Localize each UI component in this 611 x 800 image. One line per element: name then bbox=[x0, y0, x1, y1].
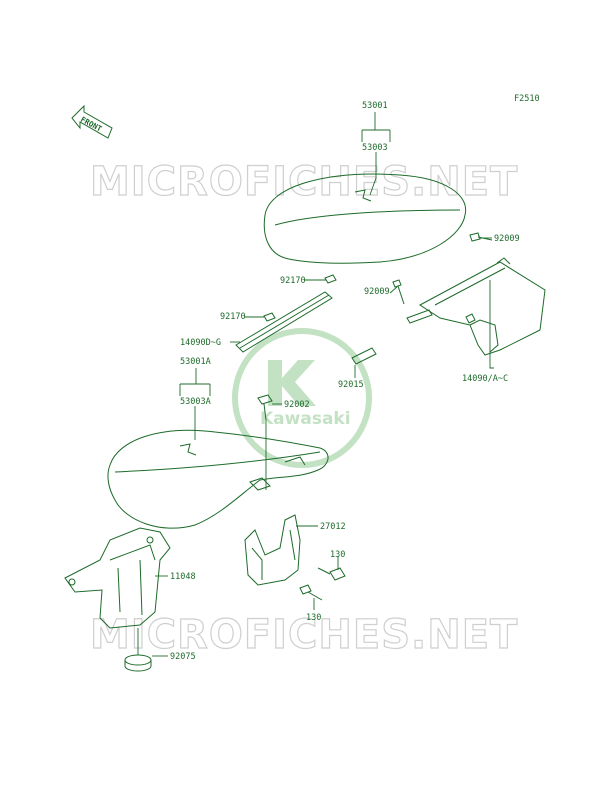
part-label-14090A-C: 14090/A~C bbox=[462, 374, 508, 384]
part-label-53001A: 53001A bbox=[180, 357, 211, 367]
front-seat-part bbox=[107, 429, 329, 529]
rear-seat-part bbox=[263, 173, 467, 264]
part-label-92009-top: 92009 bbox=[494, 234, 520, 244]
front-arrow-icon: FRONT bbox=[71, 104, 113, 139]
watermark-bottom: MICROFICHES.NET bbox=[90, 612, 518, 658]
bolt-92002-part bbox=[257, 394, 273, 421]
clip-92015-part bbox=[351, 347, 377, 365]
part-label-130-right: 130 bbox=[330, 550, 345, 560]
figure-code: F2510 bbox=[514, 94, 540, 104]
part-label-27012: 27012 bbox=[320, 522, 346, 532]
logo-text: Kawasaki bbox=[260, 409, 351, 429]
watermark-top: MICROFICHES.NET bbox=[90, 159, 518, 205]
part-label-53003A: 53003A bbox=[180, 397, 211, 407]
bolt-92009-top-part bbox=[469, 232, 493, 242]
bolt-92009-mid-part bbox=[392, 279, 405, 305]
bracket-27012-part bbox=[244, 514, 301, 586]
part-label-130-left: 130 bbox=[306, 613, 321, 623]
clip-92170-mid-part bbox=[263, 312, 276, 322]
part-label-92015: 92015 bbox=[338, 380, 364, 390]
part-label-53003: 53003 bbox=[362, 143, 388, 153]
part-label-92009-mid: 92009 bbox=[364, 287, 390, 297]
part-label-92002: 92002 bbox=[284, 400, 310, 410]
bolt-130-left-part bbox=[299, 584, 323, 601]
kawasaki-logo-watermark: Kawasaki bbox=[232, 328, 372, 468]
bracket-11048-part bbox=[64, 527, 171, 629]
part-label-14090D-G: 14090D~G bbox=[180, 338, 221, 348]
clip-92170-top-part bbox=[324, 274, 337, 284]
collar-part bbox=[406, 309, 433, 324]
seat-band-part bbox=[235, 291, 333, 353]
part-label-92075: 92075 bbox=[170, 652, 196, 662]
seat-cover-part bbox=[419, 257, 546, 356]
part-label-92170-mid: 92170 bbox=[220, 312, 246, 322]
leader-lines bbox=[137, 112, 494, 657]
part-label-92170-top: 92170 bbox=[280, 276, 306, 286]
part-label-11048: 11048 bbox=[170, 572, 196, 582]
part-label-53001: 53001 bbox=[362, 101, 388, 111]
bolt-130-right-part bbox=[317, 567, 346, 581]
